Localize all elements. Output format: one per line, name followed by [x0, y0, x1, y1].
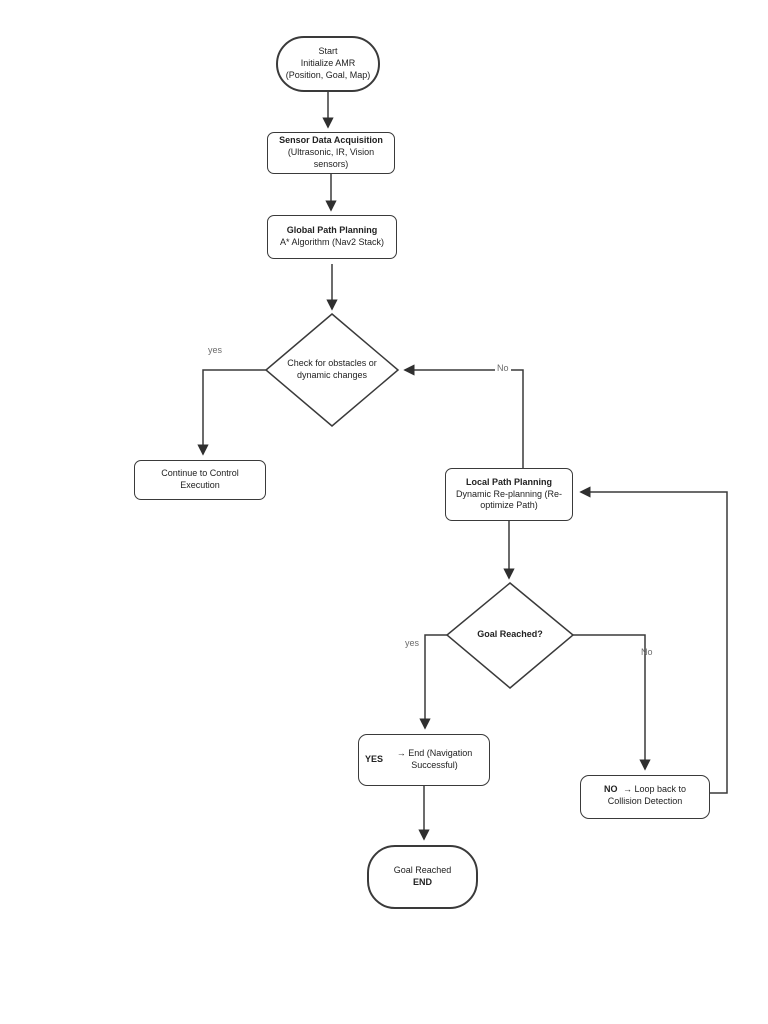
node-yes-end: YES → End (Navigation Successful)	[358, 734, 490, 786]
node-local-subtitle: Dynamic Re-planning (Re-optimize Path)	[455, 488, 563, 511]
edge-label-no-2: No	[641, 647, 653, 657]
decision-obstacle-check-label: Check for obstacles or dynamic changes	[287, 358, 377, 380]
node-global-title: Global Path Planning	[286, 225, 378, 236]
node-end-line2: END	[412, 877, 432, 887]
decision-goal-check-shape	[445, 582, 575, 689]
node-no-loop-prefix: NO	[603, 784, 618, 794]
node-continue-label: Continue to Control Execution	[161, 468, 239, 490]
node-sensor-subtitle: (Ultrasonic, IR, Vision sensors)	[287, 147, 375, 169]
edge-label-no-1: No	[495, 363, 511, 373]
node-no-loop-rest: → Loop back to Collision Detection	[607, 784, 687, 806]
edge-label-yes-1: yes	[208, 345, 223, 355]
node-no-loop: NO → Loop back to Collision Detection	[580, 775, 710, 819]
node-yes-end-prefix: YES	[365, 754, 384, 765]
node-sensor-title: Sensor Data Acquisition	[279, 135, 383, 146]
edge-no-to-local-planning	[403, 364, 524, 468]
node-end-line1: Goal Reached	[393, 865, 452, 876]
node-local-path-planning: Local Path Planning Dynamic Re-planning …	[445, 468, 573, 521]
node-global-subtitle: A* Algorithm (Nav2 Stack)	[279, 237, 385, 247]
node-local-title: Local Path Planning	[465, 476, 552, 487]
edge-label-yes-2: yes	[405, 638, 420, 648]
node-start: Start Initialize AMR (Position, Goal, Ma…	[276, 36, 380, 92]
node-end: Goal Reached END	[367, 845, 478, 909]
node-start-line2: Initialize AMR (Position, Goal, Map)	[285, 58, 371, 80]
decision-goal-check-label: Goal Reached?	[477, 629, 543, 640]
node-start-line1: Start	[318, 46, 338, 57]
edge-yes-to-end-box	[419, 634, 448, 730]
decision-obstacle-check-shape	[264, 313, 400, 427]
edge-loop-feedback	[579, 486, 728, 794]
edge-no-to-loop-box	[572, 634, 651, 771]
node-yes-end-rest: → End (Navigation Successful)	[396, 748, 473, 770]
node-sensor-data-acquisition: Sensor Data Acquisition (Ultrasonic, IR,…	[267, 132, 395, 174]
node-global-path-planning: Global Path Planning A* Algorithm (Nav2 …	[267, 215, 397, 259]
edge-yes-to-continue	[197, 369, 267, 456]
node-continue-control-execution: Continue to Control Execution	[134, 460, 266, 500]
